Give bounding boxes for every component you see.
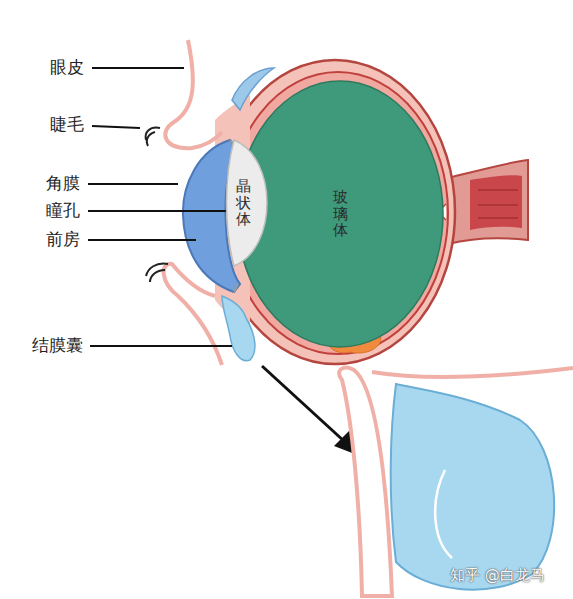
part-label: 眼皮 (50, 57, 84, 77)
label-box: 瞳孔 (46, 200, 80, 220)
leader-lines (88, 68, 232, 346)
eyelash (146, 264, 168, 282)
part-label: 睫毛 (50, 114, 84, 134)
part-label: 瞳孔 (46, 200, 80, 220)
optic-nerve-core (470, 175, 522, 230)
zoom-arrow (262, 366, 345, 442)
label-box: 角膜 (46, 173, 80, 193)
part-name: 玻璃体 (333, 189, 348, 239)
vitreous-body: 玻璃体 (236, 80, 444, 348)
enlarged-eye-wall (372, 368, 573, 377)
upper-eyelid (165, 40, 222, 148)
label-box: 前房 (46, 229, 80, 249)
eyelash (146, 128, 160, 146)
label-box: 睫毛 (50, 114, 84, 134)
label-box: 眼皮 (50, 57, 84, 77)
lower-eyelid (164, 264, 222, 365)
part-label: 前房 (46, 229, 80, 249)
label-box: 结膜囊 (32, 335, 83, 355)
sclera (215, 60, 455, 364)
enlarged-sac (391, 384, 554, 590)
watermark: 知乎 @白龙马 (450, 566, 545, 584)
part-label: 结膜囊 (32, 335, 83, 355)
part-label: 角膜 (46, 173, 80, 193)
vitreous-shape (237, 81, 443, 347)
watermark-box: 知乎 @白龙马 (450, 565, 545, 584)
nerve-stripes (478, 190, 518, 218)
lens: 晶状体 (220, 138, 272, 268)
enlarged-eyelid (339, 368, 392, 596)
conjunctiva (232, 68, 274, 110)
conjunctival-sac (222, 296, 255, 361)
sac-highlight (435, 470, 452, 558)
part-name: 晶状体 (236, 178, 251, 228)
optic-nerve (448, 160, 528, 244)
